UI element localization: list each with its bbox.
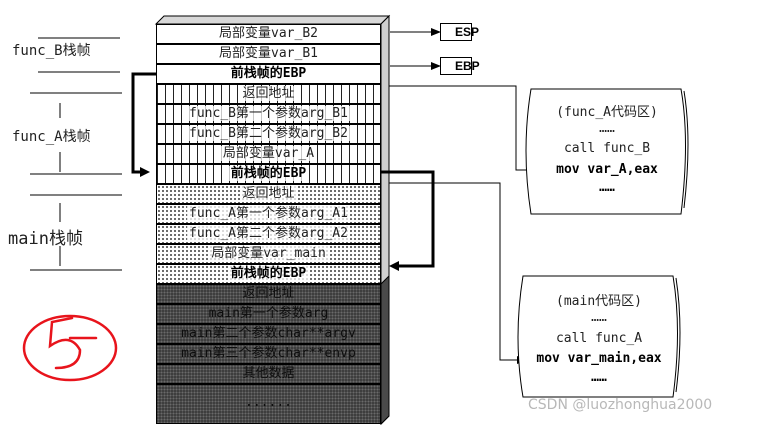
slot-text: 返回地址 — [240, 86, 297, 101]
func-a-code-mov: mov var_A,eax — [533, 162, 681, 177]
main-code-dots-top: …… — [591, 310, 607, 325]
mov-text: mov var_A,eax — [556, 162, 658, 177]
stack-slot-var-a: 局部变量var_A — [156, 144, 381, 164]
mov-text: mov var_main,eax — [536, 351, 662, 366]
func-a-code-box — [525, 88, 686, 215]
main-code-box — [517, 275, 678, 398]
func-a-frame-label: func_A栈帧 — [12, 129, 91, 145]
ebp-register: EBP — [440, 57, 480, 75]
frame-brackets — [30, 37, 122, 271]
stack-slot-prev-ebp-main: 前栈帧的EBP — [156, 264, 381, 284]
stack-slot-arg-a1: func_A第一个参数arg_A1 — [156, 204, 381, 224]
stack-slot-var-b2: 局部变量var_B2 — [156, 24, 381, 44]
stack-slot-prev-ebp-b: 前栈帧的EBP — [156, 64, 381, 84]
main-frame-label: main栈帧 — [8, 229, 83, 249]
red-number-5-icon — [22, 314, 118, 382]
ebp-arrowhead-2 — [389, 261, 399, 271]
func-a-code-title: (func_A代码区) — [556, 105, 658, 120]
stack-slot-arg-b2: func_B第二个参数arg_B2 — [156, 124, 381, 144]
stack-slot-ret-addr-a: 返回地址 — [156, 84, 381, 104]
dots-text: …… — [599, 180, 615, 195]
ebp-chain-arrows — [131, 72, 435, 268]
slot-text: func_A第二个参数arg_A2 — [187, 226, 350, 241]
stack-slot-main-arg3: main第三个参数char**envp — [156, 344, 381, 364]
func-b-frame-label: func_B栈帧 — [12, 43, 91, 59]
stack-slot-other-data: 其他数据 — [156, 364, 381, 384]
dots-text: …… — [591, 370, 607, 385]
main-code-call: call func_A — [555, 331, 643, 346]
stack-slot-main-arg1: main第一个参数arg — [156, 304, 381, 324]
stack-slot-ret-addr-main: 返回地址 — [156, 184, 381, 204]
slot-text: 返回地址 — [240, 186, 297, 201]
stack-slot-var-main: 局部变量var_main — [156, 244, 381, 264]
func-a-code-dots-top: …… — [599, 121, 615, 136]
stack-slot-ret-addr-prev: 返回地址 — [156, 284, 381, 304]
stack-slot-prev-ebp-a: 前栈帧的EBP — [156, 164, 381, 184]
stack-slot-var-b1: 局部变量var_B1 — [156, 44, 381, 64]
main-code-dots-bottom: …… — [525, 370, 673, 385]
slot-text: func_B第二个参数arg_B2 — [187, 126, 350, 141]
watermark: CSDN @luozhonghua2000 — [528, 397, 713, 413]
slot-text: func_B第一个参数arg_B1 — [187, 106, 350, 121]
slot-text: 局部变量var_main — [209, 246, 328, 261]
func-a-code-call: call func_B — [563, 141, 651, 156]
main-code-title: (main代码区) — [556, 294, 642, 309]
stack-slot-more: ...... — [156, 384, 381, 424]
slot-text: 前栈帧的EBP — [228, 266, 309, 281]
stack-top-face — [154, 15, 391, 25]
register-pointers — [390, 28, 441, 70]
slot-text: 局部变量var_A — [220, 146, 317, 161]
esp-register: ESP — [440, 23, 479, 41]
stack-slot-arg-a2: func_A第二个参数arg_A2 — [156, 224, 381, 244]
main-code-mov: mov var_main,eax — [525, 351, 673, 366]
func-a-code-dots-bottom: …… — [533, 180, 681, 195]
ebp-arrowhead-1 — [140, 167, 150, 177]
slot-text: 前栈帧的EBP — [228, 166, 309, 181]
stack-slot-main-arg2: main第二个参数char**argv — [156, 324, 381, 344]
stack-side-face-dark — [380, 274, 390, 425]
stack-slot-arg-b1: func_B第一个参数arg_B1 — [156, 104, 381, 124]
slot-text: func_A第一个参数arg_A1 — [187, 206, 350, 221]
